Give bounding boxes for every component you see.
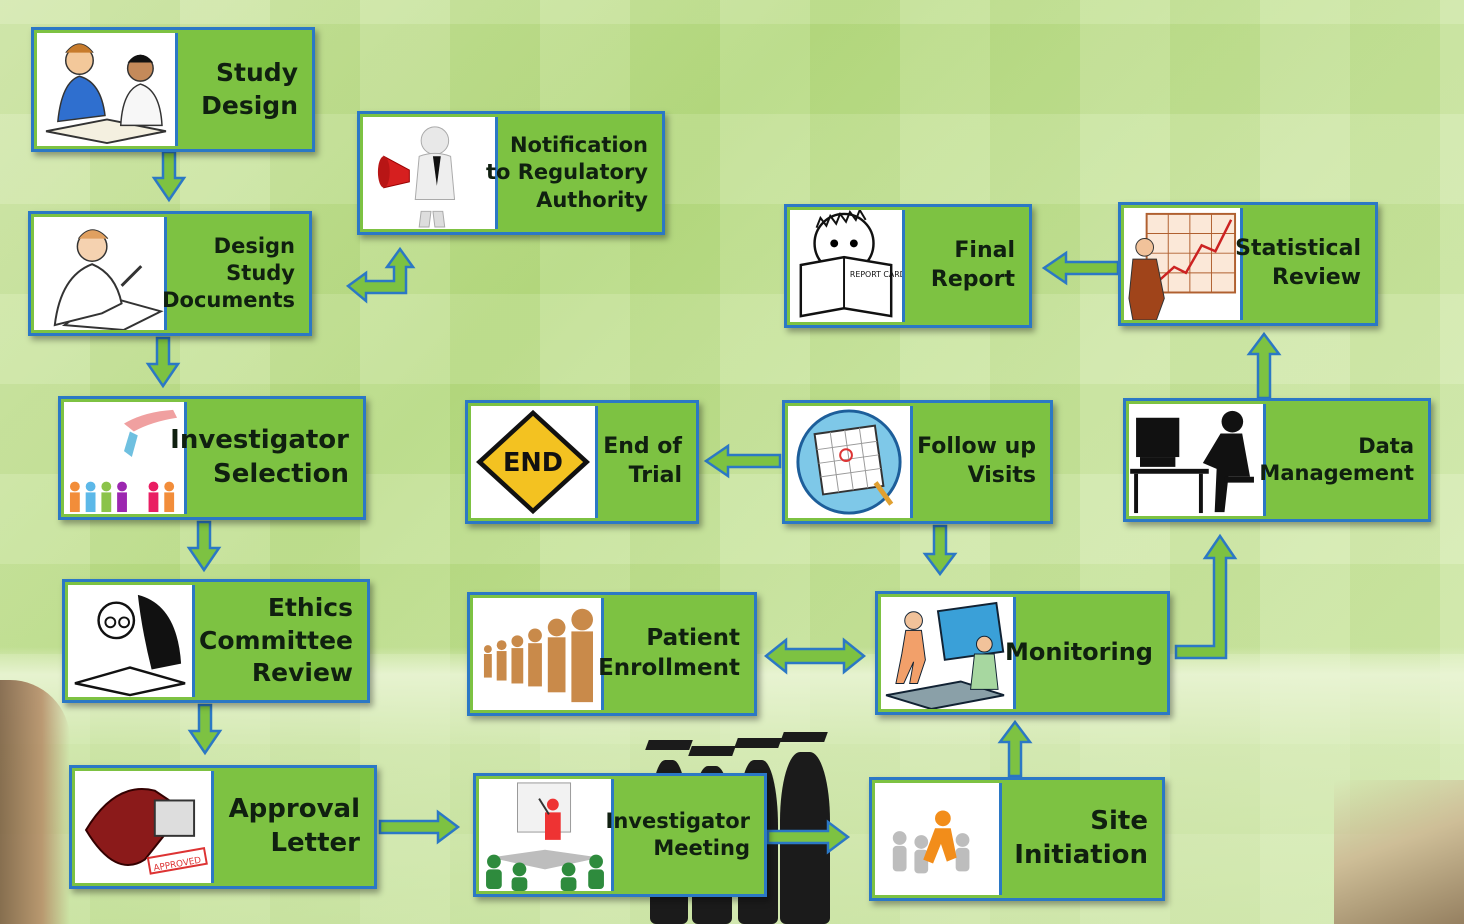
selecting-person-icon — [64, 402, 187, 514]
step-end-of-trial: END End of Trial — [465, 400, 699, 524]
arrow-documents-notification — [345, 246, 416, 304]
step-investigator-meeting: Investigator Meeting — [473, 773, 767, 897]
calendar-icon — [788, 406, 913, 518]
arrow-data-to-statistical — [1246, 331, 1282, 400]
label-line: Selection — [212, 459, 349, 489]
arrow-monitoring-to-data — [1174, 533, 1238, 660]
arrow-followup-to-end — [703, 443, 782, 479]
end-sign-icon: END — [471, 406, 598, 518]
step-investigator-selection: Investigator Selection — [58, 396, 366, 520]
label-line: Letter — [270, 828, 360, 858]
label-line: Documents — [162, 288, 295, 313]
label-line: Committee — [198, 625, 353, 655]
step-site-initiation: Site Initiation — [869, 777, 1165, 901]
arrow-selection-to-ethics — [186, 520, 222, 573]
label-line: Investigator — [605, 808, 750, 833]
label-line: Investigator — [170, 425, 349, 456]
queue-of-people-icon — [473, 598, 604, 710]
students-studying-icon — [37, 33, 178, 146]
step-design-study-documents: Design Study Documents — [28, 211, 312, 336]
report-card-icon: REPORT CARD — [790, 210, 905, 322]
step-monitoring: Monitoring — [875, 591, 1170, 715]
label-line: Final — [954, 238, 1015, 264]
label-line: Review — [251, 658, 353, 688]
label-line: Approval — [228, 794, 360, 825]
label-line: Monitoring — [1005, 638, 1153, 667]
arrow-enrollment-monitoring — [763, 637, 867, 675]
step-patient-enrollment: Patient Enrollment — [467, 592, 757, 716]
step-notification-regulatory: Notification to Regulatory Authority — [357, 111, 665, 235]
label-line: to Regulatory — [485, 160, 648, 185]
label-line: Notification — [509, 133, 648, 158]
label-line: Ethics — [267, 593, 353, 623]
arrow-documents-to-selection — [145, 336, 181, 389]
statistics-chart-icon — [1124, 208, 1243, 320]
end-sign-text: END — [503, 448, 563, 478]
people-pushing-icon — [875, 783, 1002, 895]
person-writing-icon — [34, 217, 167, 330]
arrow-followup-to-monitoring — [922, 524, 958, 577]
arrow-site-to-monitoring — [997, 719, 1033, 778]
step-statistical-review: Statistical Review — [1118, 202, 1378, 326]
label-line: Design — [213, 233, 295, 258]
label-line: End of — [603, 434, 682, 460]
label-line: Statistical — [1235, 236, 1361, 262]
reading-book-icon — [68, 585, 195, 697]
step-final-report: REPORT CARD Final Report — [784, 204, 1032, 328]
label-line: Enrollment — [598, 655, 740, 681]
megaphone-person-icon — [363, 117, 498, 229]
label-line: Review — [1272, 265, 1361, 290]
step-ethics-committee-review: Ethics Committee Review — [62, 579, 370, 703]
approval-stamp-icon: APPROVED — [75, 771, 214, 883]
label-line: Report — [930, 267, 1015, 292]
arrow-ethics-to-approval — [187, 703, 223, 756]
label-line: Study — [226, 260, 295, 285]
treadmill-monitoring-icon — [881, 597, 1016, 709]
label-line: Trial — [628, 463, 682, 488]
arrow-approval-to-meeting — [378, 809, 461, 845]
label-line: Authority — [536, 187, 648, 212]
step-approval-letter: APPROVED Approval Letter — [69, 765, 377, 889]
background-book-right — [1334, 780, 1464, 924]
meeting-presentation-icon — [479, 779, 614, 891]
arrow-statistical-to-final — [1041, 250, 1120, 286]
label-line: Patient — [646, 625, 740, 652]
computer-user-icon — [1129, 404, 1266, 516]
label-line: Data — [1358, 433, 1414, 458]
label-line: Follow up — [917, 434, 1036, 460]
arrow-study-to-documents — [151, 150, 187, 203]
step-follow-up-visits: Follow up Visits — [782, 400, 1053, 524]
label-line: Study — [216, 58, 298, 87]
background-person-left — [0, 680, 70, 924]
label-line: Meeting — [653, 836, 750, 860]
step-data-management: Data Management — [1123, 398, 1431, 522]
label-line: Site — [1090, 806, 1148, 837]
label-line: Design — [201, 90, 298, 120]
report-card-text: REPORT CARD — [850, 270, 902, 279]
step-study-design: Study Design — [31, 27, 315, 152]
label-line: Initiation — [1014, 840, 1148, 870]
label-line: Management — [1259, 461, 1414, 485]
label-line: Visits — [967, 463, 1036, 488]
